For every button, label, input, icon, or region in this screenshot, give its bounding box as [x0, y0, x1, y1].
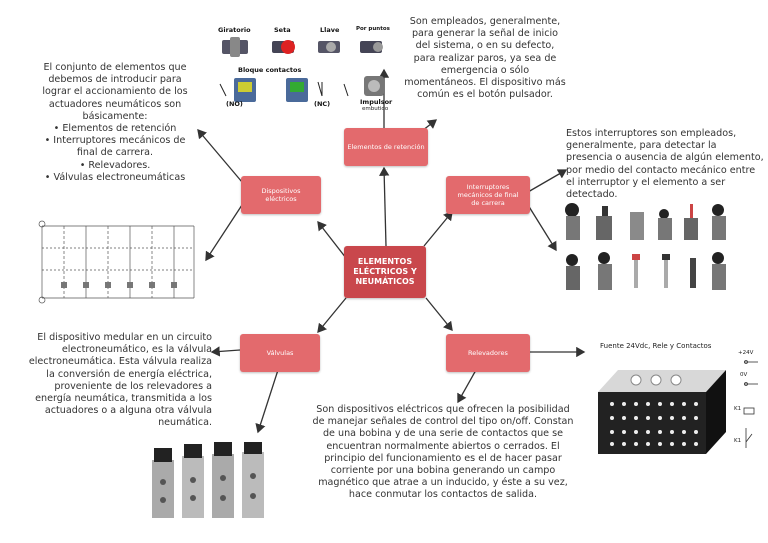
- relay-box-title: Fuente 24Vdc, Rele y Contactos: [600, 342, 712, 350]
- line-interruptores-photo: [527, 204, 557, 252]
- limit-switches-image: [565, 203, 726, 290]
- ladder-diagram-image: [38, 220, 195, 304]
- line-valvulas-text: [210, 346, 241, 357]
- line-dispositivos-text: [197, 129, 243, 183]
- label-k1-contact: K1: [734, 438, 742, 444]
- text-retencion: Son empleados, generalmente, para genera…: [404, 16, 566, 101]
- push-buttons-image: Giratorio Seta Llave Por puntos Bloque c…: [218, 24, 394, 112]
- label-no: (NO): [226, 100, 243, 108]
- node-valvulas: Válvulas: [240, 334, 320, 372]
- line-center-relevadores: [425, 297, 453, 332]
- line-center-interruptores: [423, 210, 453, 247]
- node-interruptores: Interruptores mecánicos de final de carr…: [446, 176, 530, 214]
- line-center-dispositivos: [317, 220, 347, 259]
- valves-image: [152, 442, 264, 518]
- node-relevadores: Relevadores: [446, 334, 530, 372]
- label-0v: 0V: [740, 372, 748, 378]
- buttons-row-top-icon: [222, 37, 383, 57]
- text-relevadores: Son dispositivos eléctricos que ofrecen …: [312, 404, 574, 501]
- text-dispositivos: El conjunto de elementos que debemos de …: [42, 62, 188, 183]
- text-interruptores: Estos interruptores son empleados, gener…: [566, 128, 764, 201]
- label-impulsor: Impulsor: [360, 98, 393, 106]
- node-retencion: Elementos de retención: [344, 128, 428, 166]
- label-k1: K1: [734, 406, 742, 412]
- label-nc: (NC): [314, 100, 331, 108]
- label-embutido: embutido: [362, 106, 389, 112]
- line-interruptores-text: [527, 169, 568, 193]
- label-por-puntos: Por puntos: [356, 26, 390, 32]
- relay-box-image: Fuente 24Vdc, Rele y Contactos +24V 0V K…: [588, 338, 766, 462]
- label-24v: +24V: [738, 350, 754, 356]
- line-center-retencion: [379, 166, 390, 247]
- line-dispositivos-diagram: [205, 204, 243, 262]
- center-node: ELEMENTOS ELÉCTRICOS Y NEUMÁTICOS: [344, 246, 426, 298]
- label-seta: Seta: [274, 26, 291, 34]
- label-llave: Llave: [320, 26, 340, 34]
- label-bloque: Bloque contactos: [238, 66, 302, 74]
- line-valvulas-photo: [255, 369, 279, 434]
- relay-box-icon: [598, 360, 758, 454]
- line-center-valvulas: [317, 297, 347, 334]
- text-valvulas: El dispositivo medular en un circuito el…: [28, 332, 212, 429]
- contact-blocks-icon: [219, 76, 384, 102]
- label-giratorio: Giratorio: [218, 26, 251, 34]
- line-relevadores-text: [457, 369, 477, 404]
- node-dispositivos: Dispositivos eléctricos: [241, 176, 321, 214]
